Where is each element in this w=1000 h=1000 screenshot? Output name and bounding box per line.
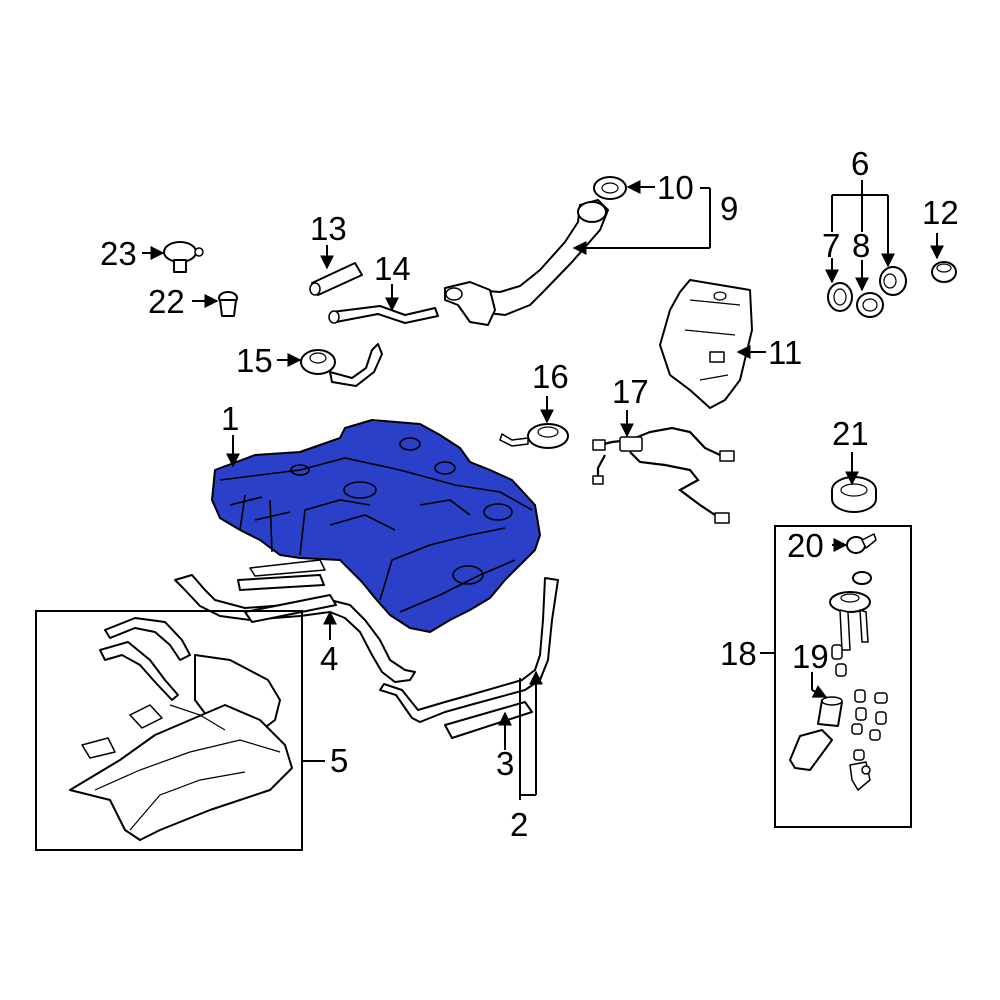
lock-ring[interactable] — [831, 476, 877, 513]
callout-21: 21 — [832, 415, 869, 452]
callout-labels: 1 2 3 4 5 6 7 8 9 10 11 12 13 14 15 16 1… — [100, 145, 959, 843]
grommet-8[interactable] — [856, 292, 884, 318]
pressure-sensor[interactable] — [218, 291, 238, 317]
filler-neck[interactable] — [444, 199, 609, 326]
cap-12[interactable] — [931, 261, 957, 283]
callout-1: 1 — [221, 400, 239, 437]
fuel-pump-module-group[interactable] — [774, 525, 912, 828]
vent-hose[interactable] — [309, 262, 363, 296]
callout-8: 8 — [852, 227, 870, 264]
callout-17: 17 — [612, 373, 649, 410]
grommet-6[interactable] — [879, 266, 907, 296]
callout-18: 18 — [720, 635, 757, 672]
callout-10: 10 — [657, 169, 694, 206]
callout-4: 4 — [320, 640, 338, 677]
splash-shield[interactable] — [659, 279, 753, 409]
heat-shield-box — [35, 610, 303, 851]
wiring-harness[interactable] — [592, 426, 735, 524]
fuel-tank[interactable] — [211, 419, 541, 633]
callout-9: 9 — [720, 190, 738, 227]
fuel-pump[interactable] — [817, 696, 843, 727]
pump-small-parts[interactable] — [831, 644, 888, 791]
pump-flange[interactable] — [829, 591, 871, 651]
vent-tube[interactable] — [328, 305, 439, 324]
callout-22: 22 — [148, 283, 185, 320]
fuel-pump-box — [774, 525, 912, 828]
callout-16: 16 — [532, 358, 569, 395]
pump-strainer[interactable] — [789, 729, 833, 771]
sender-unit[interactable] — [300, 343, 383, 387]
callout-7: 7 — [822, 227, 840, 264]
callout-15: 15 — [236, 342, 273, 379]
tank-strap-rear[interactable] — [174, 559, 416, 683]
callout-23: 23 — [100, 235, 137, 272]
callout-19: 19 — [792, 638, 829, 675]
callout-6: 6 — [851, 145, 869, 182]
callout-12: 12 — [922, 194, 959, 231]
check-valve[interactable] — [163, 241, 204, 273]
callout-13: 13 — [310, 210, 347, 247]
callout-3: 3 — [496, 745, 514, 782]
callout-14: 14 — [374, 250, 411, 287]
heat-shield-group[interactable] — [35, 610, 303, 851]
callout-11: 11 — [768, 334, 802, 371]
pressure-regulator[interactable] — [846, 533, 877, 554]
callout-5: 5 — [330, 742, 348, 779]
leader-lines — [142, 180, 944, 800]
grommet-7[interactable] — [827, 282, 853, 312]
fuel-tank-body[interactable] — [211, 419, 541, 633]
pump-gasket[interactable] — [852, 571, 872, 585]
tank-strap-front[interactable] — [379, 577, 559, 739]
callout-20: 20 — [787, 527, 824, 564]
fuel-filler-cap[interactable] — [593, 176, 627, 200]
callout-2: 2 — [510, 806, 528, 843]
tank-cover[interactable] — [499, 423, 569, 449]
